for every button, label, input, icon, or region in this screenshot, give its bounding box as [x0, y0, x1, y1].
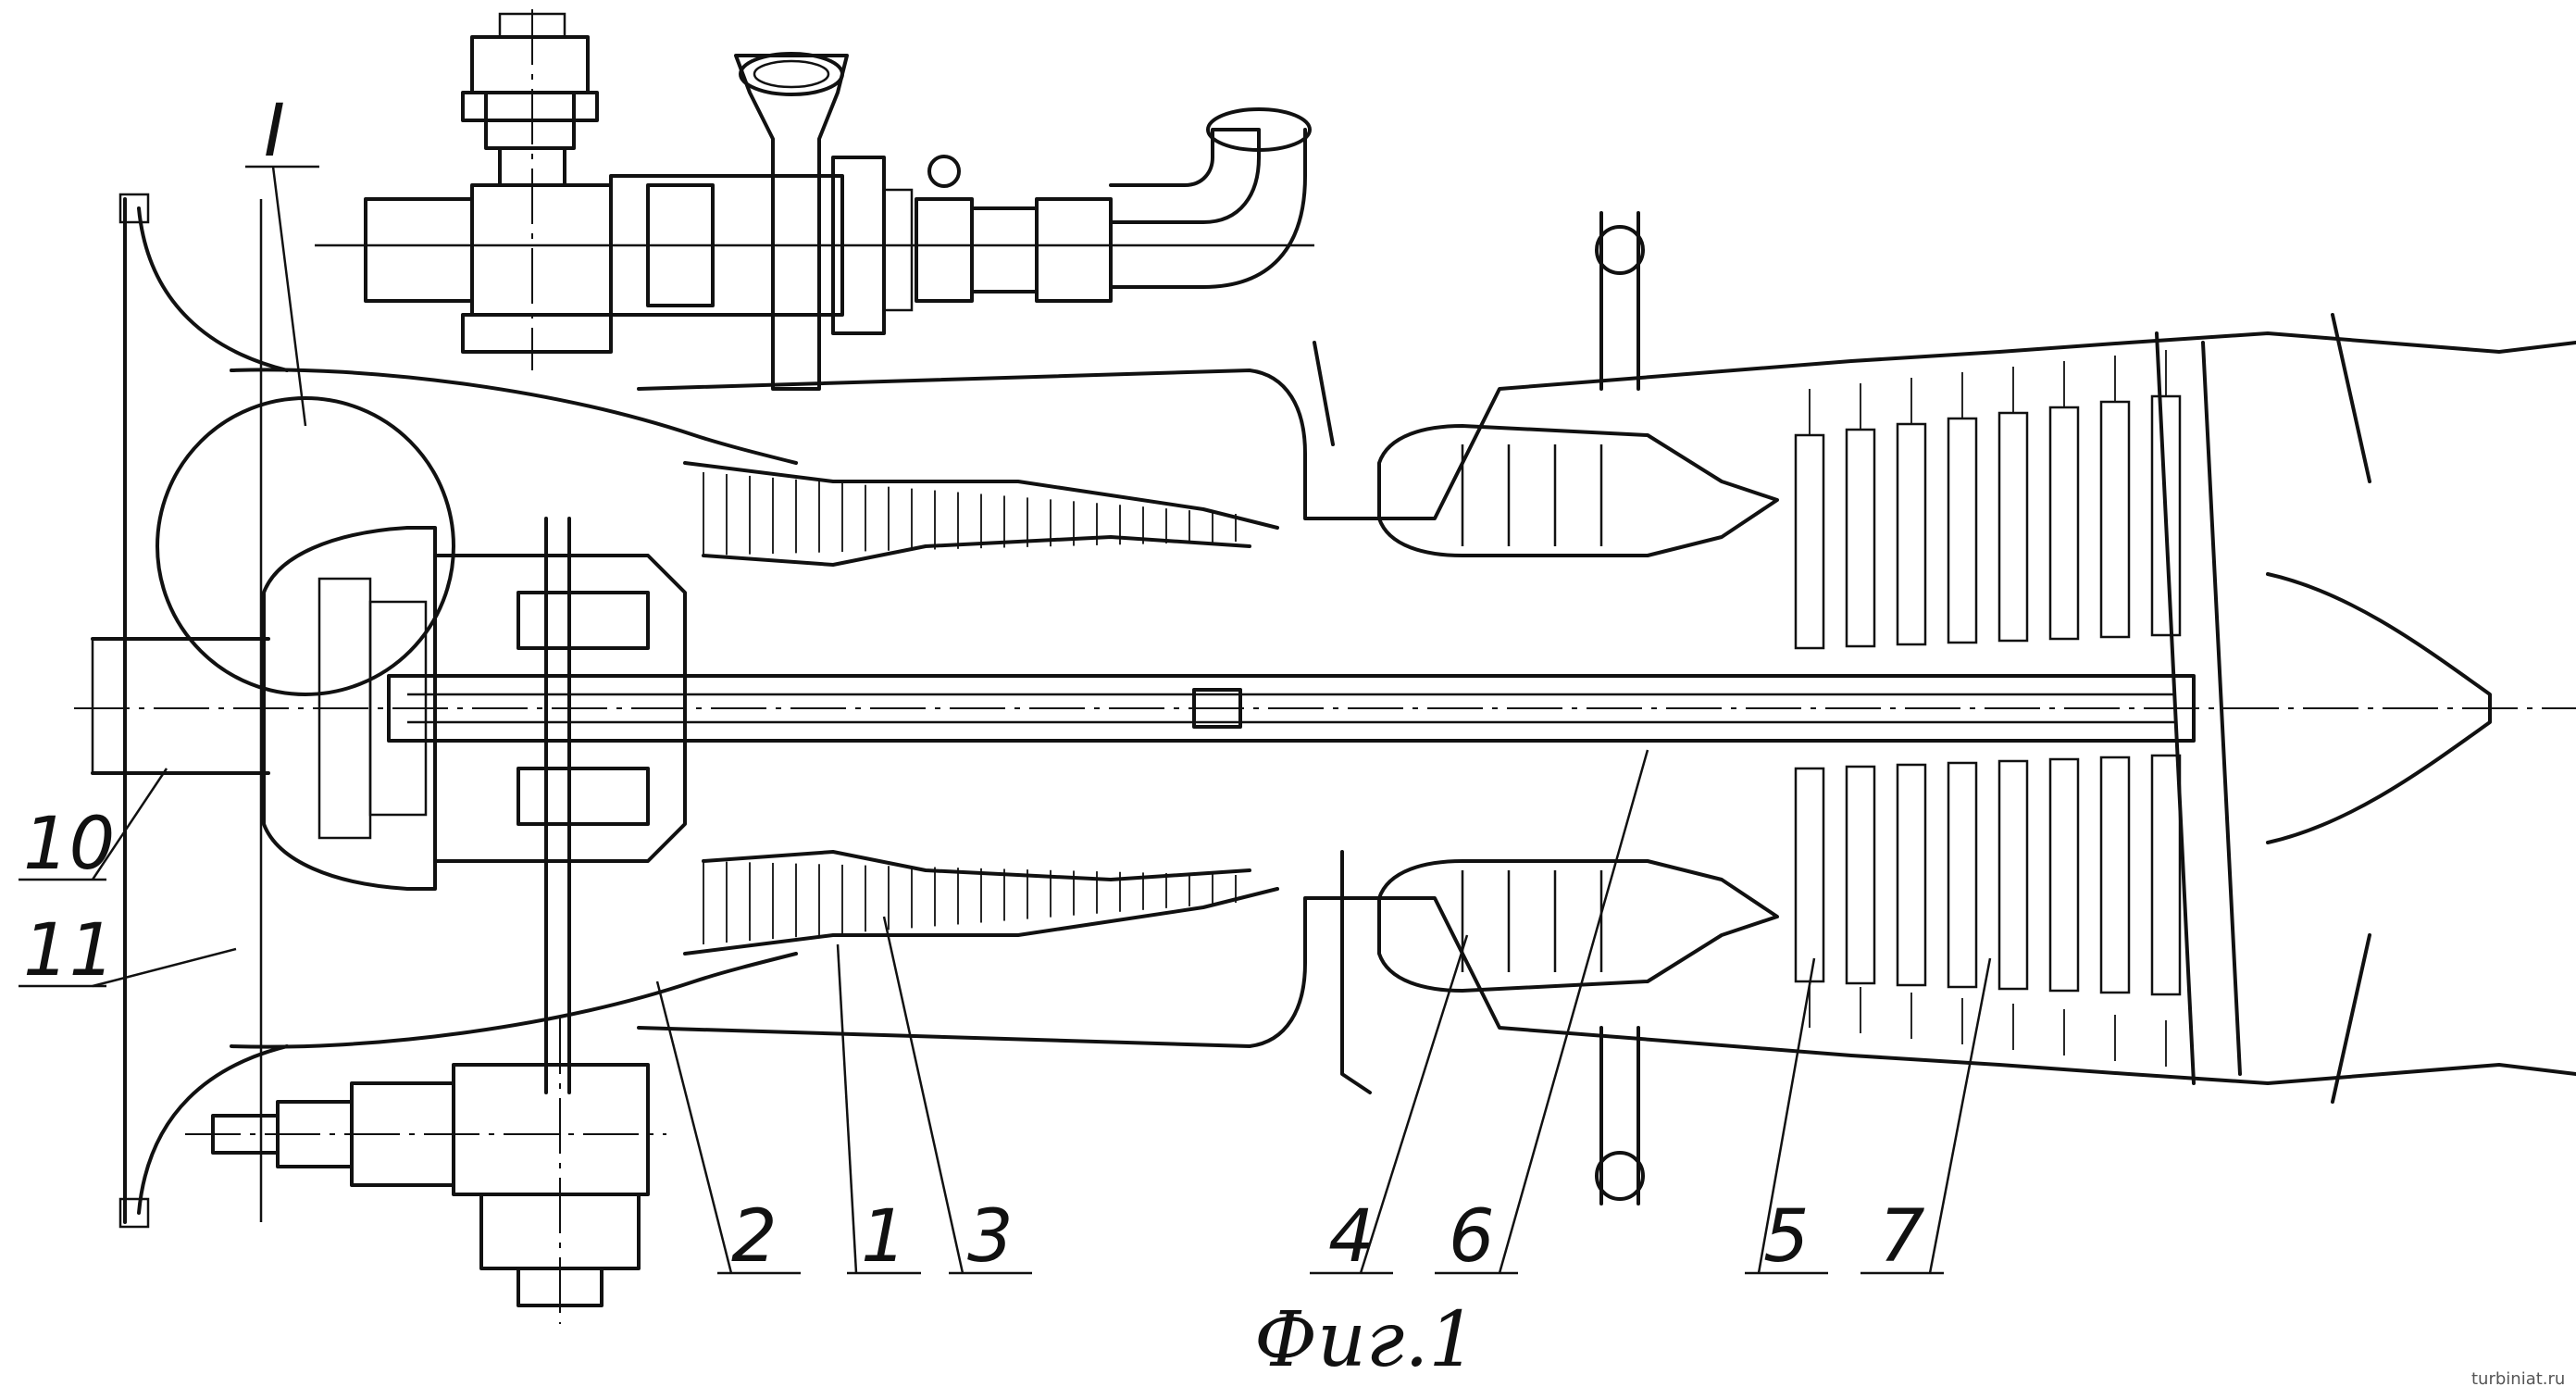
- exhaust-cone: [2155, 313, 2492, 1104]
- turbine-disc: [1896, 422, 1927, 646]
- bottom-gearbox: [185, 1018, 666, 1324]
- callout-1: 1: [861, 1195, 907, 1279]
- turbine-disc: [1997, 759, 2029, 991]
- combustor-top: [1313, 341, 1779, 557]
- callout-6: 6: [1449, 1195, 1495, 1279]
- turbine-disc: [1794, 433, 1825, 650]
- callout-7: 7: [1879, 1195, 1925, 1279]
- inlet-duct-outer: [230, 368, 798, 1049]
- leader-lines: [19, 165, 1992, 1275]
- callout-3: 3: [967, 1195, 1014, 1279]
- main-shaft: [387, 674, 2196, 743]
- turbine-disc: [1845, 765, 1876, 985]
- turbine-disc: [1896, 763, 1927, 987]
- vertical-intake-pipe: [734, 52, 849, 391]
- callout-5: 5: [1763, 1195, 1810, 1279]
- turbine-disc: [2048, 406, 2080, 641]
- compressor-blades-top: [703, 472, 1237, 556]
- callout-I: I: [264, 90, 285, 173]
- callout-2: 2: [731, 1195, 778, 1279]
- turbine-disc: [1845, 428, 1876, 648]
- detail-circle-I: [156, 396, 455, 696]
- turbine-disc: [2150, 754, 2182, 996]
- callout-4: 4: [1328, 1195, 1375, 1279]
- top-valve-assembly: [461, 9, 599, 370]
- top-horizontal-pipe: [315, 174, 1314, 354]
- top-flange-and-coupling: [831, 107, 1312, 335]
- turbine-disc: [2099, 756, 2131, 994]
- engine-supports: [1595, 211, 1645, 1205]
- turbine-disc: [2099, 400, 2131, 639]
- inlet-hub: [262, 526, 437, 891]
- compressor-blades-bottom: [703, 861, 1237, 944]
- turbine-stages: [1794, 350, 2182, 1067]
- inlet-shaft: [91, 637, 270, 775]
- combustor-bottom: [1340, 850, 1779, 1094]
- front-bearing-housing: [433, 517, 687, 1094]
- turbine-disc: [1997, 411, 2029, 643]
- turbine-disc: [2048, 757, 2080, 993]
- turbine-disc: [1947, 761, 1978, 989]
- compressor-flowpath: [683, 461, 1279, 956]
- turbine-disc: [1947, 417, 1978, 644]
- compressor-casing: [637, 331, 2576, 1085]
- callout-labels: I 10 11 2 1 3 4 6 5 7: [23, 90, 1925, 1279]
- callout-11: 11: [23, 909, 115, 993]
- watermark: turbiniat.ru: [2471, 1369, 2565, 1389]
- figure-caption: Фиг.1: [1254, 1296, 1477, 1384]
- turbine-disc: [1794, 767, 1825, 983]
- callout-10: 10: [23, 803, 115, 886]
